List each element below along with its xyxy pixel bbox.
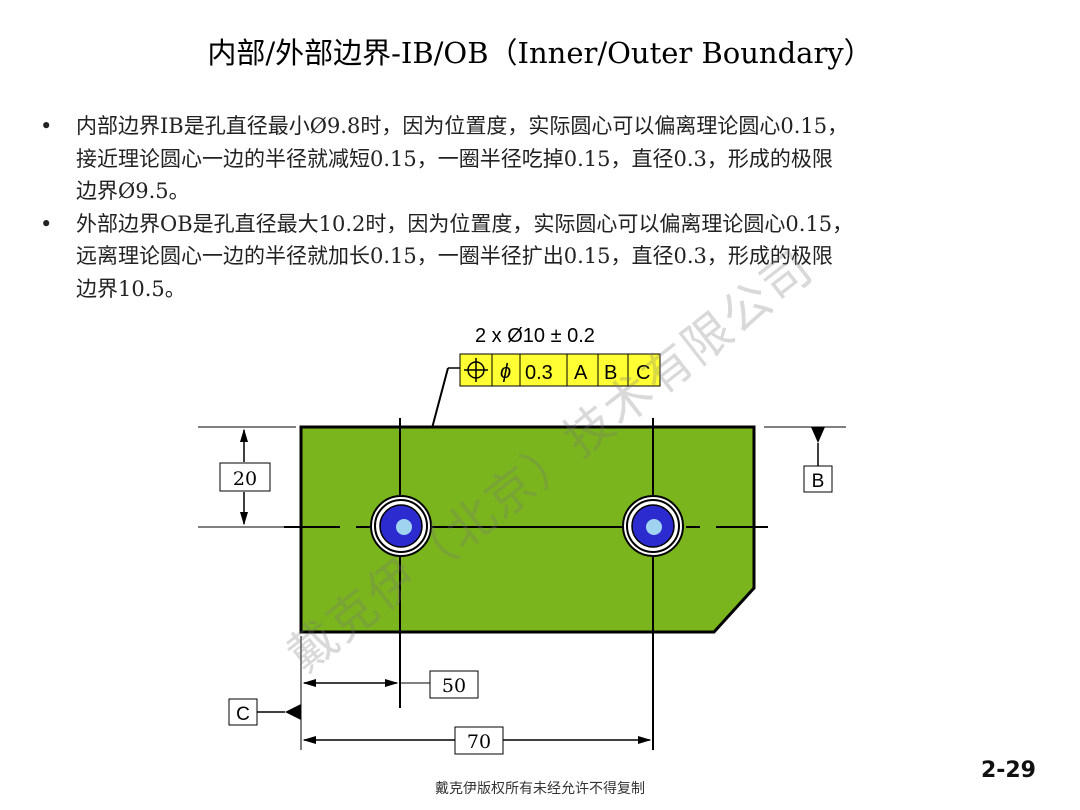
feature-control-frame: ϕ 0.3 A B C bbox=[459, 353, 661, 387]
dimension-20: 20 bbox=[198, 426, 296, 528]
part-outline bbox=[299, 425, 756, 634]
page-title: 内部/外部边界-IB/OB（Inner/Outer Boundary） bbox=[207, 36, 873, 70]
bullet-line: 接近理论圆心一边的半径就减短0.15，一圈半径吃掉0.15，直径0.3，形成的极… bbox=[76, 146, 833, 171]
dim-50-label: 50 bbox=[442, 675, 466, 697]
hole-left bbox=[370, 495, 432, 557]
dimension-70: 70 bbox=[302, 726, 652, 755]
diameter-symbol: ϕ bbox=[500, 361, 511, 383]
bullet-dot: • bbox=[40, 211, 53, 236]
fcf-datum-a: A bbox=[574, 362, 588, 384]
fcf-background bbox=[459, 353, 661, 387]
hole-callout: 2 x Ø10 ± 0.2 bbox=[475, 325, 595, 347]
copyright-footer: 戴克伊版权所有未经允许不得复制 bbox=[435, 781, 645, 797]
bullet-dot: • bbox=[40, 114, 53, 138]
datum-b: B bbox=[764, 426, 846, 493]
bullet-item-ib: • 内部边界IB是孔直径最小Ø9.8时，因为位置度，实际圆心可以偏离理论圆心0.… bbox=[40, 110, 1050, 208]
bullet-line: 边界Ø9.5。 bbox=[76, 179, 190, 203]
bullet-item-ob: • 外部边界OB是孔直径最大10.2时，因为位置度，实际圆心可以偏离理论圆心0.… bbox=[40, 208, 1050, 306]
datum-c-label: C bbox=[236, 704, 250, 725]
bullet-line: 边界10.5。 bbox=[76, 276, 186, 301]
page-number: 2-29 bbox=[980, 758, 1036, 783]
fcf-tolerance: 0.3 bbox=[525, 362, 553, 384]
datum-c: C bbox=[228, 636, 302, 750]
bullet-line: 内部边界IB是孔直径最小Ø9.8时，因为位置度，实际圆心可以偏离理论圆心0.15… bbox=[76, 114, 849, 138]
hole-right bbox=[622, 495, 684, 557]
bullet-list: • 内部边界IB是孔直径最小Ø9.8时，因为位置度，实际圆心可以偏离理论圆心0.… bbox=[40, 110, 1050, 305]
position-icon bbox=[464, 358, 488, 382]
dim-70-label: 70 bbox=[467, 731, 491, 753]
bullet-line: 远离理论圆心一边的半径就加长0.15，一圈半径扩出0.15，直径0.3，形成的极… bbox=[76, 244, 833, 268]
bullet-line: 外部边界OB是孔直径最大10.2时，因为位置度，实际圆心可以偏离理论圆心0.15… bbox=[76, 211, 854, 236]
fcf-datum-b: B bbox=[604, 362, 617, 384]
dim-20-label: 20 bbox=[233, 468, 257, 490]
datum-b-label: B bbox=[812, 471, 825, 492]
fcf-datum-c: C bbox=[636, 362, 650, 384]
dimension-50: 50 bbox=[302, 670, 479, 699]
